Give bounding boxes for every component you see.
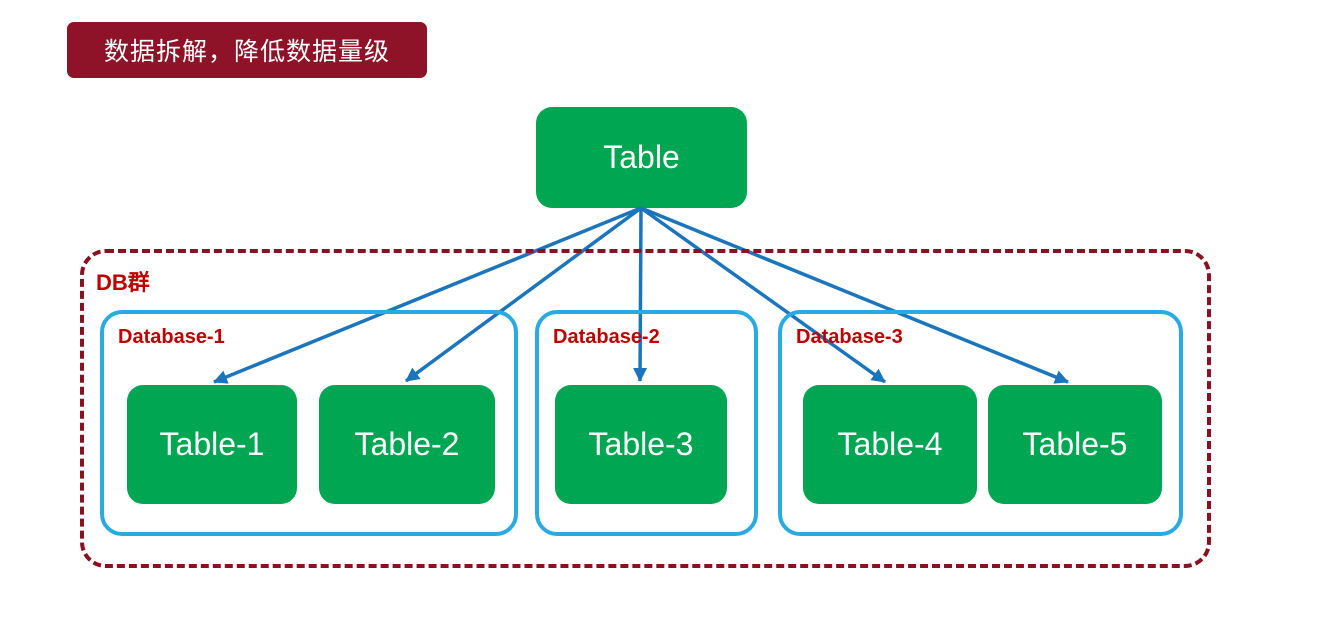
database-2-label: Database-2 — [553, 326, 660, 348]
database-3-box: Database-3 — [778, 310, 1183, 536]
db-cluster-box: DB群 — [80, 249, 1211, 568]
database-1-box: Database-1 — [100, 310, 518, 536]
database-3-label: Database-3 — [796, 326, 903, 348]
table-2-node: Table-2 — [319, 385, 495, 504]
table-5-node: Table-5 — [988, 385, 1162, 504]
root-table-node: Table — [536, 107, 747, 208]
title-banner: 数据拆解，降低数据量级 — [67, 22, 427, 78]
database-1-label: Database-1 — [118, 326, 225, 348]
table-1-node: Table-1 — [127, 385, 297, 504]
table-3-node: Table-3 — [555, 385, 727, 504]
db-cluster-label: DB群 — [96, 270, 150, 295]
database-2-box: Database-2 — [535, 310, 758, 536]
table-4-node: Table-4 — [803, 385, 977, 504]
